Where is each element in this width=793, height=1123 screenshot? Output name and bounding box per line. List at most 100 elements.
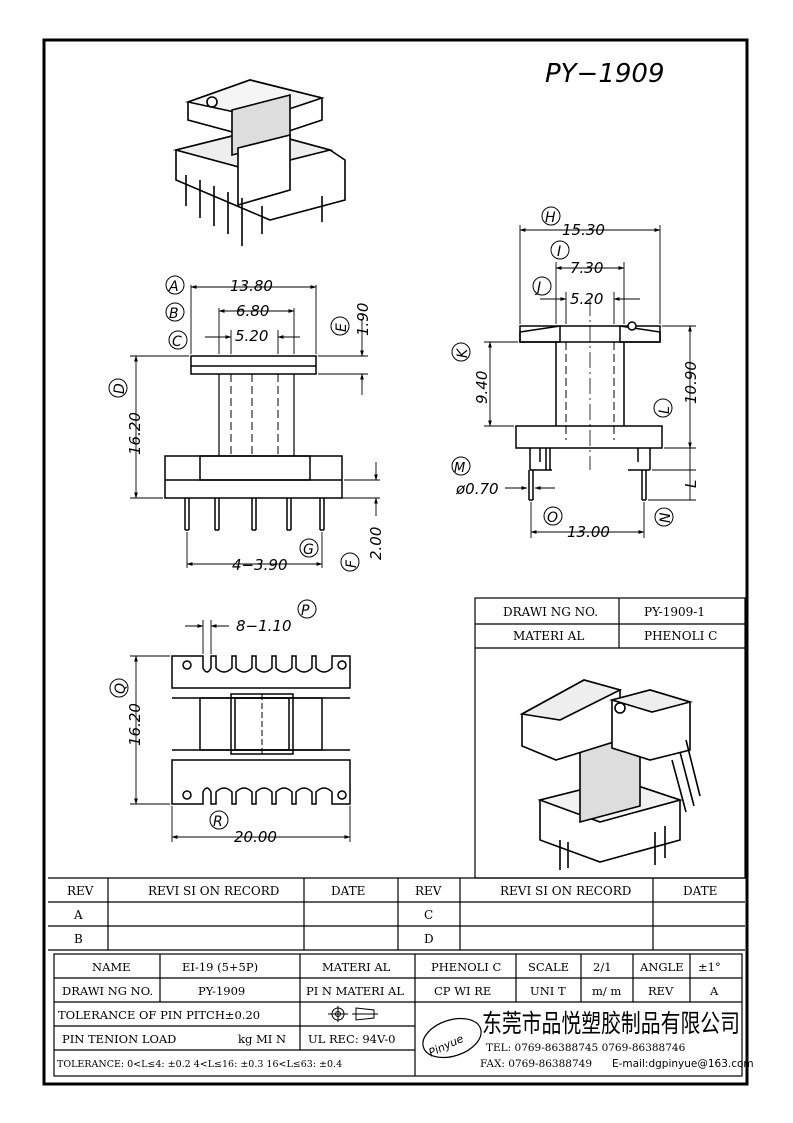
callout-e: [330, 316, 350, 336]
side-view: [515, 300, 663, 501]
callout-k: [451, 342, 471, 362]
side-view-dimensions: [484, 225, 696, 538]
callout-a: [165, 275, 185, 295]
callout-n-letter: N: [658, 512, 674, 523]
dim-d-value: 16.20: [126, 412, 144, 455]
company-name: 东莞市品悦塑胶制品有限公司: [482, 1009, 740, 1038]
callout-d-letter: D: [112, 383, 128, 394]
isometric-view-top: [172, 79, 346, 246]
company-email: E-mail:dgpinyue@163.com: [612, 1058, 754, 1070]
tb-angle-label: ANGLE: [639, 960, 684, 974]
marker-dot: [627, 321, 637, 331]
info-drawing-no-label: DRAWI NG NO.: [503, 605, 598, 619]
callout-p-letter: P: [301, 603, 310, 619]
tb-pin-load-unit: kg MI N: [238, 1032, 286, 1046]
dim-g-value: 4−3.90: [232, 556, 288, 574]
tb-scale-label: SCALE: [528, 960, 569, 974]
callout-q: [109, 678, 129, 698]
isometric-view-right: [519, 679, 701, 870]
rev-row-a: A: [73, 908, 83, 922]
tb-pin-load: PIN TENION LOAD: [62, 1032, 176, 1046]
tb-pin-material-value: CP WI RE: [434, 984, 491, 998]
projection-symbol: [328, 1006, 378, 1022]
callout-r-letter: R: [213, 814, 223, 830]
revision-table: [48, 877, 745, 951]
side-view-labels: H 15.30 I 7.30 J 5.20 K 9.40 L 10.90 L M…: [451, 206, 700, 541]
tb-ul: UL REC: 94V-0: [308, 1032, 395, 1046]
callout-q-letter: Q: [113, 683, 129, 694]
info-drawing-no-value: PY-1909-1: [644, 605, 705, 619]
callout-n: [654, 507, 674, 527]
callout-h-letter: H: [545, 210, 556, 226]
dim-b-value: 6.80: [236, 302, 269, 320]
tb-angle-value: ±1°: [698, 960, 721, 974]
callout-a-letter: A: [168, 279, 179, 295]
dim-f-value: 2.00: [367, 527, 385, 560]
callout-d: [108, 378, 128, 398]
outer-frame: [42, 38, 749, 1086]
title-block-text: NAME EI-19 (5+5P) MATERI AL PHENOLI C SC…: [57, 960, 721, 1070]
callout-o-letter: O: [547, 510, 558, 526]
drawing-title: PY−1909: [545, 59, 665, 89]
callout-r: [209, 810, 229, 830]
rev-row-d: D: [424, 932, 434, 946]
callout-f: [340, 552, 360, 572]
rev-header-rev-right: REV: [415, 884, 442, 898]
callout-h: [541, 206, 561, 226]
callout-e-letter: E: [334, 323, 350, 332]
callout-p: [297, 599, 317, 619]
tb-rev-value: A: [709, 984, 719, 998]
dim-m-value: ø0.70: [455, 480, 499, 498]
info-material-label: MATERI AL: [513, 629, 584, 643]
callout-f-letter: F: [344, 559, 360, 568]
callout-m: [451, 456, 471, 476]
logo-text: Pinyue: [427, 1032, 466, 1059]
company-logo: Pinyue: [422, 1017, 482, 1059]
revision-table-text: REV REVI SI ON RECORD DATE REV REVI SI O…: [67, 884, 717, 946]
tb-rev-label: REV: [648, 984, 674, 998]
tb-tolerance: TOLERANCE: 0<L≤4: ±0.2 4<L≤16: ±0.3 16<L…: [57, 1059, 342, 1070]
tb-drawing-no-value: PY-1909: [198, 984, 245, 998]
bottom-view-dimensions: [130, 620, 351, 842]
dim-q-value: 16.20: [126, 703, 144, 746]
dim-i-value: 7.30: [570, 259, 603, 277]
dim-c-value: 5.20: [235, 327, 268, 345]
dim-l-letter: L: [682, 480, 700, 488]
dim-o-value: 13.00: [567, 523, 610, 541]
rev-header-date-right: DATE: [683, 884, 717, 898]
info-material-value: PHENOLI C: [644, 629, 717, 643]
drawing-info-text: DRAWI NG NO. PY-1909-1 MATERI AL PHENOLI…: [503, 605, 717, 643]
front-view-labels: A 13.80 B 6.80 C 5.20 D 16.20 E 1.90 F 2…: [108, 275, 385, 574]
rev-row-b: B: [74, 932, 83, 946]
tb-name-value: EI-19 (5+5P): [182, 960, 258, 974]
tb-pin-material-label: PI N MATERI AL: [306, 984, 404, 998]
rev-header-record-right: REVI SI ON RECORD: [500, 884, 631, 898]
tb-unit-label: UNI T: [530, 984, 566, 998]
callout-m-letter: M: [454, 461, 465, 476]
title-block-grid: [53, 953, 743, 1077]
dim-e-value: 1.90: [354, 303, 372, 336]
callout-g: [299, 538, 319, 558]
dim-h-value: 15.30: [562, 221, 605, 239]
callout-b: [165, 302, 185, 322]
rev-header-date-left: DATE: [331, 884, 365, 898]
callout-j-letter: J: [534, 280, 541, 296]
tb-unit-value: m/ m: [592, 984, 621, 998]
callout-b-letter: B: [169, 306, 179, 322]
callout-i-letter: I: [557, 244, 561, 260]
callout-j: [532, 276, 552, 296]
rev-row-c: C: [424, 908, 433, 922]
callout-c: [168, 330, 188, 350]
callout-l-letter: L: [657, 406, 673, 414]
rev-header-record-left: REVI SI ON RECORD: [148, 884, 279, 898]
company-tel: TEL: 0769-86388745 0769-86388746: [486, 1042, 686, 1054]
company-fax: FAX: 0769-86388749: [480, 1058, 592, 1070]
tb-material-label: MATERI AL: [322, 960, 391, 974]
tb-material-value: PHENOLI C: [431, 960, 501, 974]
callout-l: [653, 398, 673, 418]
dim-p-value: 8−1.10: [236, 617, 292, 635]
bottom-view-labels: P 8−1.10 Q 16.20 R 20.00: [109, 599, 317, 846]
callout-o: [543, 506, 563, 526]
callout-g-letter: G: [303, 542, 314, 558]
